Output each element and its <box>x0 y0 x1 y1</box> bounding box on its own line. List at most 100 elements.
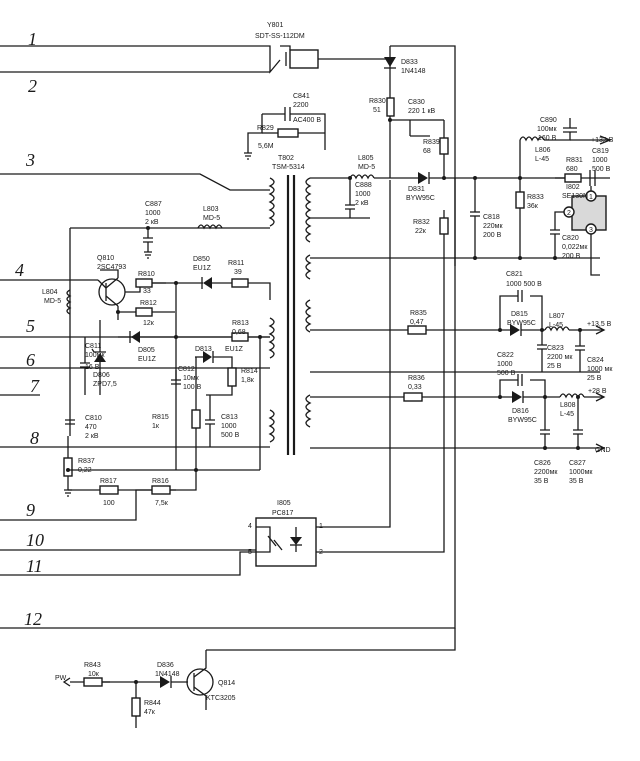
power-control-q814: PW R843 10к D836 1N4148 Q814 KTC3205 R84… <box>55 628 456 728</box>
label-c827-v2: 35 B <box>569 478 584 485</box>
label-y801: Y801 <box>267 22 283 29</box>
transformer-t802: T802 TSM-5314 <box>268 155 312 455</box>
label-l807-v: L-45 <box>549 322 563 329</box>
label-l803-v: MD-5 <box>203 215 220 222</box>
label-c888-v1: 1000 <box>355 191 371 198</box>
label-i3: 3 <box>589 227 593 234</box>
label-v132: +132 B <box>591 137 614 144</box>
label-l804: L804 <box>42 289 58 296</box>
label-r814: R814 <box>241 368 258 375</box>
label-q810: Q810 <box>97 255 114 262</box>
label-c841: C841 <box>293 93 310 100</box>
label-c821-v: 1000 500 B <box>506 281 542 288</box>
label-d831: D831 <box>408 186 425 193</box>
label-pw: PW <box>55 675 67 682</box>
label-r833: R833 <box>527 194 544 201</box>
label-d831-v: BYW95C <box>406 195 435 202</box>
label-t802-v: TSM-5314 <box>272 164 305 171</box>
label-r833-v: 36к <box>527 203 539 210</box>
label-c826-v1: 2200мк <box>534 469 558 476</box>
label-d815-v: BYW95C <box>507 320 536 327</box>
feedback-network: R813 0,68 D813 EU1Z C812 10мк 100 B R814… <box>152 283 270 470</box>
label-c824-v1: 1000 мк <box>587 366 613 373</box>
label-i1: 1 <box>589 194 593 201</box>
label-r835-v: 0,47 <box>410 319 424 326</box>
label-c811-v1: 100мк <box>85 352 105 359</box>
label-p4: 4 <box>248 523 252 530</box>
c810-r837: C810 470 2 кB R837 0,22 <box>63 415 260 497</box>
label-c888: C888 <box>355 182 372 189</box>
label-c822-v2: 500 B <box>497 370 516 377</box>
label-q810-v: 2SC4793 <box>97 264 126 271</box>
label-r811: R811 <box>228 260 244 267</box>
ic-i802: 1 2 3 I802 SE130N C820 0,022мк 200 B <box>550 184 607 276</box>
label-r830: R830 <box>369 98 386 105</box>
label-c830: C830 <box>408 99 425 106</box>
connector-1: 1 <box>28 29 37 49</box>
label-t802: T802 <box>278 155 294 162</box>
label-r810-v: 33 <box>143 288 151 295</box>
primary-c887-l803: C887 1000 2 кB L803 MD-5 <box>69 201 270 436</box>
secondary-135v: R835 0,47 C821 1000 500 B D815 BYW95C L8… <box>310 271 613 382</box>
connector-4: 4 <box>15 260 24 280</box>
label-c841-v2: AC400 B <box>293 117 321 124</box>
label-l806-v: L-45 <box>535 156 549 163</box>
junction-dots <box>66 118 582 684</box>
label-r839-v: 68 <box>423 148 431 155</box>
label-r817: R817 <box>100 478 117 485</box>
label-c820: C820 <box>562 235 579 242</box>
connector-10: 10 <box>26 530 44 550</box>
label-d816-v: BYW95C <box>508 417 537 424</box>
label-r829: R829 <box>257 125 274 132</box>
label-c841-v1: 2200 <box>293 102 309 109</box>
label-p5: 5 <box>248 549 252 556</box>
label-y801-v: SDT-SS-112DM <box>255 33 305 40</box>
c830-r839: C830 220 1 кB R839 68 <box>390 99 449 175</box>
label-c819-v2: 500 B <box>592 166 611 173</box>
label-c823-v2: 25 B <box>547 363 562 370</box>
label-r832-v: 22к <box>415 228 427 235</box>
label-c822-v1: 1000 <box>497 361 513 368</box>
l804: L804 MD-5 <box>42 289 72 315</box>
label-c822: C822 <box>497 352 514 359</box>
label-r836-v: 0,33 <box>408 384 422 391</box>
label-c830-v: 220 1 кB <box>408 108 436 115</box>
connector-7: 7 <box>30 376 40 396</box>
label-l805-v: MD-5 <box>358 164 375 171</box>
connector-numbers: 1 2 3 4 5 6 7 8 9 10 11 12 <box>15 29 44 629</box>
secondary-132v: L805 MD-5 C888 1000 2 кB D831 BYW95C C81… <box>310 155 610 266</box>
label-r835: R835 <box>410 310 427 317</box>
label-d833: D833 <box>401 59 418 66</box>
label-d806-v: ZPD7,5 <box>93 381 117 388</box>
label-d836: D836 <box>157 662 174 669</box>
label-r816-v: 7,5к <box>155 500 169 507</box>
label-l804-v: MD-5 <box>44 298 61 305</box>
connector-11: 11 <box>26 556 43 576</box>
label-c826-v2: 35 B <box>534 478 549 485</box>
label-c887-v2: 2 кB <box>145 219 159 226</box>
label-c887-v1: 1000 <box>145 210 161 217</box>
label-r843-v: 10к <box>88 671 100 678</box>
label-r844: R844 <box>144 700 161 707</box>
label-r813: R813 <box>232 320 249 327</box>
label-c810-v2: 2 кB <box>85 433 99 440</box>
label-q814: Q814 <box>218 680 235 687</box>
connector-3: 3 <box>25 150 35 170</box>
relay-y801: Y801 SDT-SS-112DM <box>255 22 390 69</box>
label-d850: D850 <box>193 256 210 263</box>
label-c810-v1: 470 <box>85 424 97 431</box>
label-d805-v: EU1Z <box>138 356 157 363</box>
label-p2: 2 <box>319 549 323 556</box>
label-c810: C810 <box>85 415 102 422</box>
label-d850-v: EU1Z <box>193 265 212 272</box>
label-c890-v2: 160 B <box>538 135 557 142</box>
label-r832: R832 <box>413 219 430 226</box>
label-c818-v1: 220мк <box>483 223 503 230</box>
label-c890: C890 <box>540 117 557 124</box>
label-d816: D816 <box>512 408 529 415</box>
label-c824-v2: 25 B <box>587 375 602 382</box>
label-i805: I805 <box>277 500 291 507</box>
label-r814-v: 1,8к <box>241 377 255 384</box>
label-d815: D815 <box>511 311 528 318</box>
